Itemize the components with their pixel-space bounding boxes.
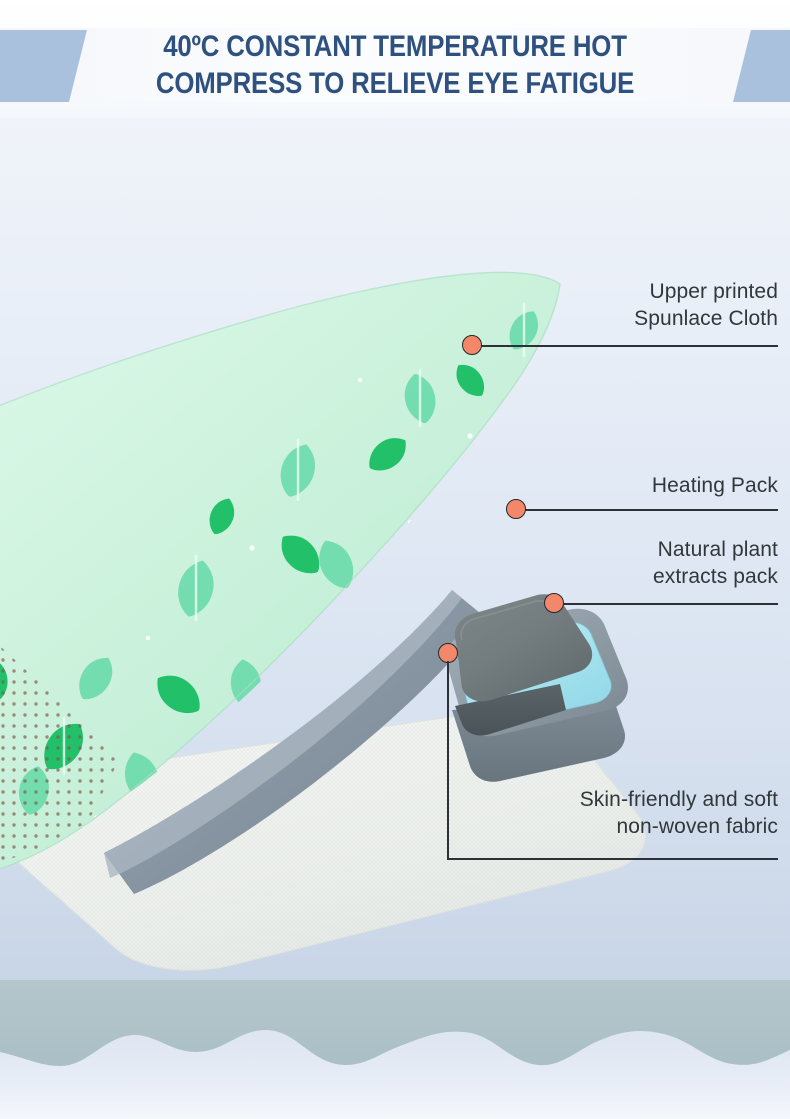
callout-leader-line-3: [562, 603, 778, 605]
callout-label-upper-printed-spunlace-cloth: Upper printed Spunlace Cloth: [634, 280, 778, 330]
callout-label-heating-pack: Heating Pack: [651, 474, 778, 497]
eye-mask-cutaway-graphic: [0, 271, 646, 971]
page-title: 40ºC CONSTANT TEMPERATURE HOT COMPRESS T…: [155, 30, 635, 100]
callout-leader-line-2: [524, 509, 778, 511]
callout-dot-skin-friendly-non-woven-fabric[interactable]: [438, 643, 458, 663]
wave-footer: [0, 980, 790, 1119]
heating-pack-surface: [454, 594, 593, 702]
callout-leader-line-1: [480, 345, 778, 347]
callout-dot-upper-printed-spunlace-cloth[interactable]: [462, 335, 482, 355]
callout-label-natural-plant-extracts-pack: Natural plant extracts pack: [652, 538, 778, 588]
callout-dot-natural-plant-extracts-pack[interactable]: [544, 593, 564, 613]
callout-leader-line-4-drop: [447, 661, 449, 781]
callout-leader-line-4-vertical: [447, 780, 449, 859]
product-illustration: Upper printed Spunlace Cloth Heating Pac…: [0, 118, 790, 1008]
gray-edge-strip: [104, 590, 486, 894]
wave-divider-graphic: [0, 980, 790, 1119]
callout-leader-line-4-horizontal: [447, 858, 778, 860]
layered-packs: [446, 594, 628, 782]
callout-label-skin-friendly-non-woven-fabric: Skin-friendly and soft non-woven fabric: [579, 788, 778, 838]
spunlace-cloth-printed-face: [0, 271, 561, 870]
header-band: [0, 28, 790, 102]
header-banner: 40ºC CONSTANT TEMPERATURE HOT COMPRESS T…: [0, 0, 790, 118]
callout-dot-heating-pack[interactable]: [506, 499, 526, 519]
